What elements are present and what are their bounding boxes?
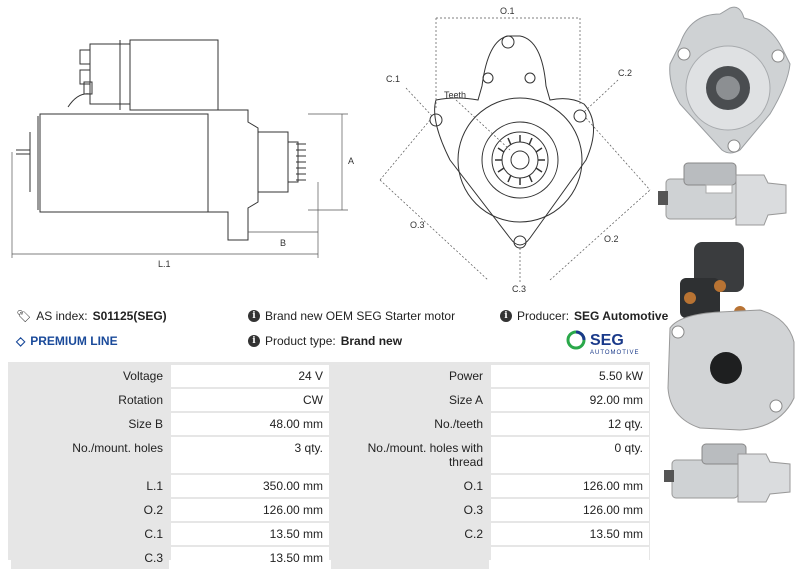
product-type-value: Brand new xyxy=(340,334,403,348)
table-row: Voltage 24 V Power 5.50 kW xyxy=(11,365,649,387)
product-photo-side xyxy=(658,162,787,226)
spec-table: Voltage 24 V Power 5.50 kW Rotation CW S… xyxy=(9,363,651,569)
spec-label: Size B xyxy=(11,413,169,435)
premium-line: ◇ PREMIUM LINE xyxy=(16,334,118,348)
table-row: C.3 13.50 mm xyxy=(11,547,649,569)
brand-new-text: Brand new OEM SEG Starter motor xyxy=(265,309,456,323)
product-type-label: Product type: xyxy=(265,334,336,348)
spec-label: C.1 xyxy=(11,523,169,545)
table-row: Size B 48.00 mm No./teeth 12 qty. xyxy=(11,413,649,435)
front-view-drawing: O.1 C.1 C.2 Teeth O.3 O.2 C.3 xyxy=(379,6,651,294)
as-index-value: S01125(SEG) xyxy=(92,309,167,323)
dim-b-label: B xyxy=(280,238,286,248)
dim-c1-label: C.1 xyxy=(386,74,400,84)
table-row: No./mount. holes 3 qty. No./mount. holes… xyxy=(11,437,649,473)
seg-automotive-logo: SEG AUTOMOTIVE xyxy=(566,330,640,356)
tag-icon: 🏷 xyxy=(16,309,32,323)
dim-l1-label: L.1 xyxy=(158,259,171,269)
spec-value: 13.50 mm xyxy=(171,547,329,569)
spec-value: 24 V xyxy=(171,365,329,387)
diamond-icon: ◇ xyxy=(16,334,26,348)
dim-o2-label: O.2 xyxy=(604,234,619,244)
spec-label: O.2 xyxy=(11,499,169,521)
brand-new-row: i Brand new OEM SEG Starter motor xyxy=(248,309,455,323)
as-index: 🏷 AS index: S01125(SEG) xyxy=(16,309,167,323)
spec-label xyxy=(331,547,489,569)
spec-value: 5.50 kW xyxy=(491,365,649,387)
spec-value xyxy=(491,547,649,569)
spec-value: 0 qty. xyxy=(491,437,649,473)
product-photo-side-2 xyxy=(664,443,791,503)
spec-value: 13.50 mm xyxy=(171,523,329,545)
spec-label: C.2 xyxy=(331,523,489,545)
product-photo-front xyxy=(669,6,791,154)
spec-value: 12 qty. xyxy=(491,413,649,435)
spec-value: 126.00 mm xyxy=(491,499,649,521)
spec-label: L.1 xyxy=(11,475,169,497)
dim-o1-label: O.1 xyxy=(500,6,515,16)
spec-value: 92.00 mm xyxy=(491,389,649,411)
producer-label: Producer: xyxy=(517,309,570,323)
spec-label: No./mount. holes xyxy=(11,437,169,473)
spec-label: Size A xyxy=(331,389,489,411)
teeth-label: Teeth xyxy=(444,90,466,100)
product-type-row: i Product type: Brand new xyxy=(248,334,402,348)
spec-label: O.3 xyxy=(331,499,489,521)
spec-label: No./mount. holes with thread xyxy=(331,437,489,473)
table-row: Rotation CW Size A 92.00 mm xyxy=(11,389,649,411)
dim-o3-label: O.3 xyxy=(410,220,425,230)
spec-label: Rotation xyxy=(11,389,169,411)
as-index-label: AS index: xyxy=(36,309,88,323)
spec-label: C.3 xyxy=(11,547,169,569)
spec-value: 3 qty. xyxy=(171,437,329,473)
dim-a-label: A xyxy=(348,156,354,166)
spec-value: 126.00 mm xyxy=(491,475,649,497)
spec-value: 13.50 mm xyxy=(491,523,649,545)
side-view-drawing: A B L.1 xyxy=(11,39,354,269)
spec-label: Voltage xyxy=(11,365,169,387)
logo-sub-text: AUTOMOTIVE xyxy=(590,350,640,356)
spec-value: 350.00 mm xyxy=(171,475,329,497)
spec-label: No./teeth xyxy=(331,413,489,435)
dim-c2-label: C.2 xyxy=(618,68,632,78)
dim-c3-label: C.3 xyxy=(512,284,526,294)
spec-value: 48.00 mm xyxy=(171,413,329,435)
producer-value: SEG Automotive xyxy=(574,309,669,323)
producer-row: i Producer: SEG Automotive xyxy=(500,309,668,323)
product-photo-rear xyxy=(667,242,795,431)
spec-label: O.1 xyxy=(331,475,489,497)
info-icon: i xyxy=(500,310,512,322)
spec-label: Power xyxy=(331,365,489,387)
premium-line-label: PREMIUM LINE xyxy=(30,334,118,348)
spec-value: CW xyxy=(171,389,329,411)
info-icon: i xyxy=(248,310,260,322)
logo-main-text: SEG xyxy=(590,332,624,349)
table-row: L.1 350.00 mm O.1 126.00 mm xyxy=(11,475,649,497)
table-row: C.1 13.50 mm C.2 13.50 mm xyxy=(11,523,649,545)
spec-value: 126.00 mm xyxy=(171,499,329,521)
table-row: O.2 126.00 mm O.3 126.00 mm xyxy=(11,499,649,521)
info-icon: i xyxy=(248,335,260,347)
